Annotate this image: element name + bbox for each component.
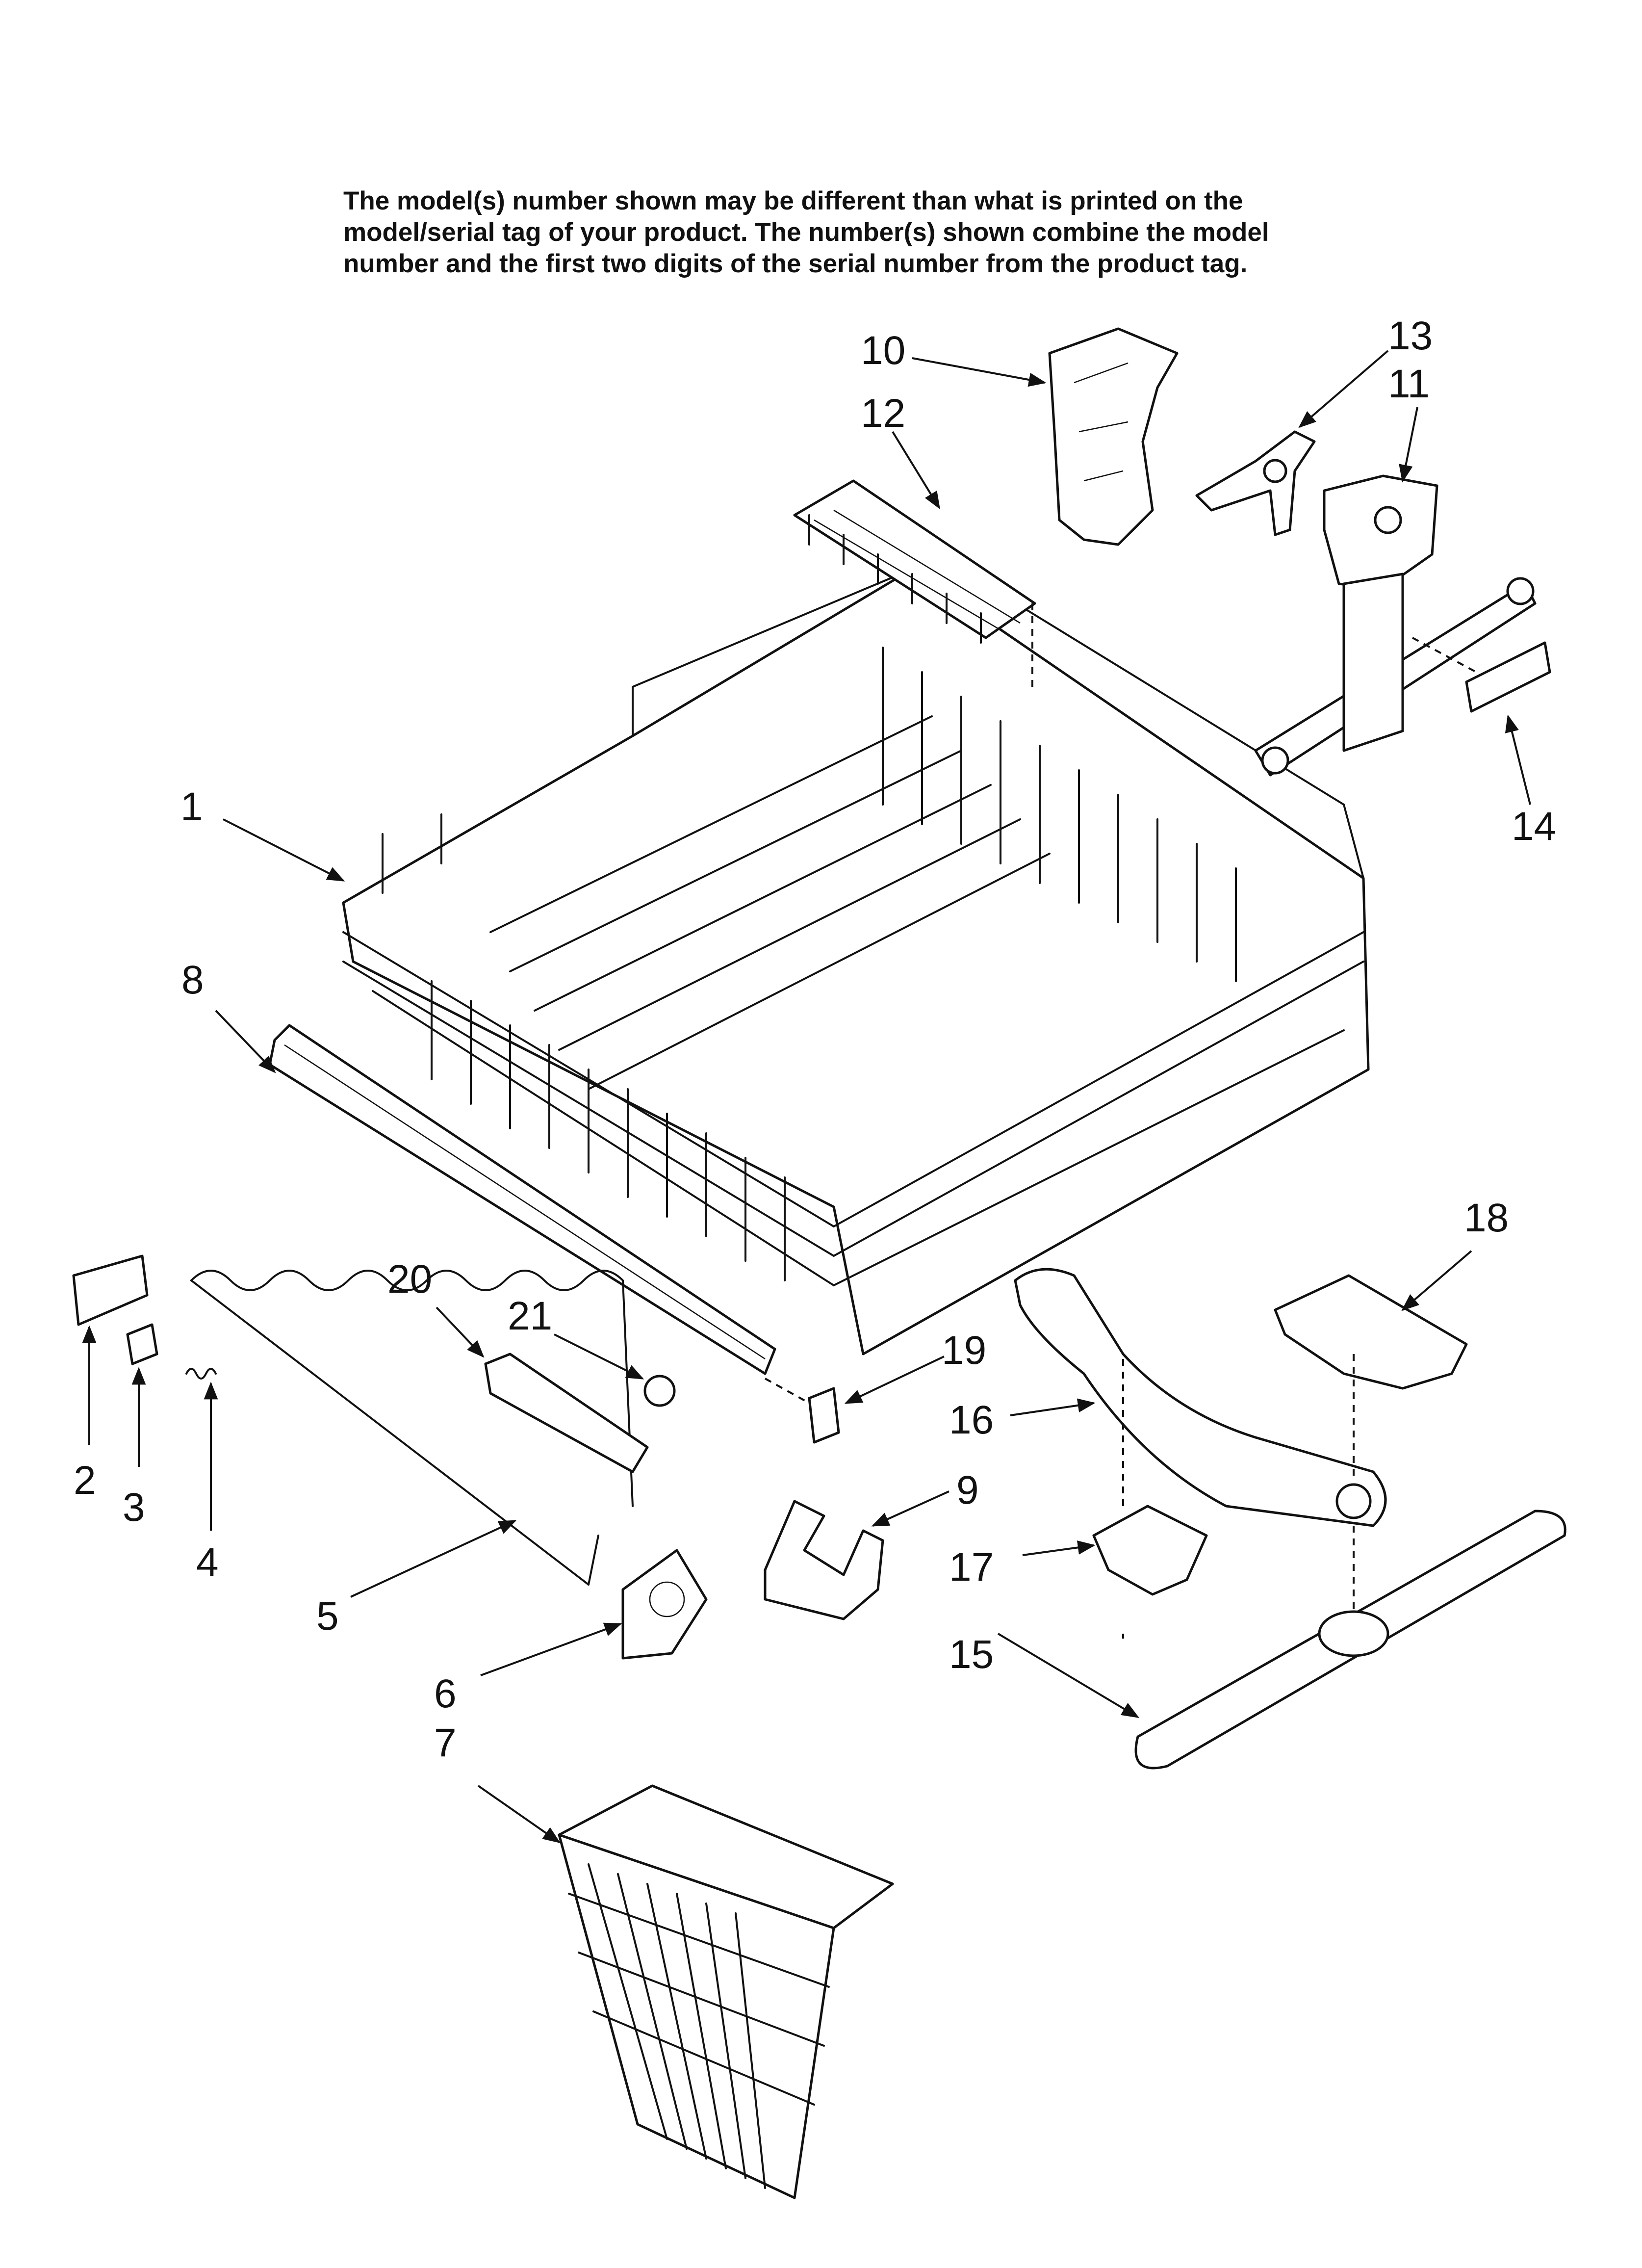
part-14-adjuster-slide — [1465, 641, 1551, 713]
callout-3: 3 — [123, 1485, 145, 1530]
part-3-pin — [126, 1323, 158, 1365]
callout-10: 10 — [861, 328, 905, 373]
part-4-spring — [185, 1368, 217, 1380]
callout-1: 1 — [180, 784, 203, 829]
part-20-clip — [484, 1353, 649, 1473]
upper-rack — [342, 538, 1370, 1356]
callout-numbers: 1 2 3 4 5 6 7 8 9 10 11 12 13 14 15 16 1… — [74, 313, 1556, 1765]
callout-15: 15 — [949, 1632, 994, 1677]
part-16-feed-tube — [1014, 1268, 1387, 1527]
part-21-cap — [643, 1375, 676, 1407]
part-6-pivot-bracket — [621, 1549, 708, 1660]
part-13-latch — [1195, 430, 1316, 536]
notice-line-3: number and the first two digits of the s… — [343, 249, 1248, 278]
callout-12: 12 — [861, 391, 905, 436]
model-notice: The model(s) number shown may be differe… — [343, 185, 1422, 280]
callout-5: 5 — [316, 1594, 339, 1639]
notice-line-2: model/serial tag of your product. The nu… — [343, 218, 1269, 247]
part-12-tine-row — [793, 479, 1036, 644]
callout-20: 20 — [387, 1257, 432, 1302]
rack-tines — [431, 647, 1237, 1281]
part-7-cutlery-basket — [558, 1784, 894, 2199]
part-17-tube-bracket — [1092, 1505, 1208, 1596]
part-2-bracket — [72, 1254, 149, 1326]
callout-4: 4 — [196, 1540, 219, 1585]
callout-21: 21 — [508, 1294, 552, 1338]
part-10-rack-adjuster-cover — [1048, 327, 1179, 546]
leader-lines — [82, 350, 1531, 1844]
callout-14: 14 — [1512, 804, 1556, 849]
part-15-spray-arm — [1134, 1510, 1566, 1770]
part-19-stop-clip — [808, 1387, 840, 1444]
part-9-holder-clip — [764, 1500, 884, 1620]
part-18-manifold-bracket — [1274, 1274, 1468, 1390]
callout-16: 16 — [949, 1398, 994, 1442]
callout-2: 2 — [74, 1458, 96, 1503]
callout-11: 11 — [1388, 362, 1430, 406]
callout-18: 18 — [1464, 1196, 1509, 1240]
alignment-lines — [765, 603, 1477, 1639]
part-5-wire-rod — [190, 1270, 634, 1586]
callout-6: 6 — [434, 1671, 457, 1716]
callout-8: 8 — [181, 958, 204, 1002]
callout-9: 9 — [956, 1468, 979, 1512]
part-11-adjuster-housing — [1254, 474, 1537, 777]
callout-13: 13 — [1388, 313, 1433, 358]
notice-line-1: The model(s) number shown may be differe… — [343, 186, 1243, 215]
callout-17: 17 — [949, 1545, 994, 1590]
callout-7: 7 — [434, 1721, 457, 1765]
callout-19: 19 — [942, 1328, 986, 1373]
